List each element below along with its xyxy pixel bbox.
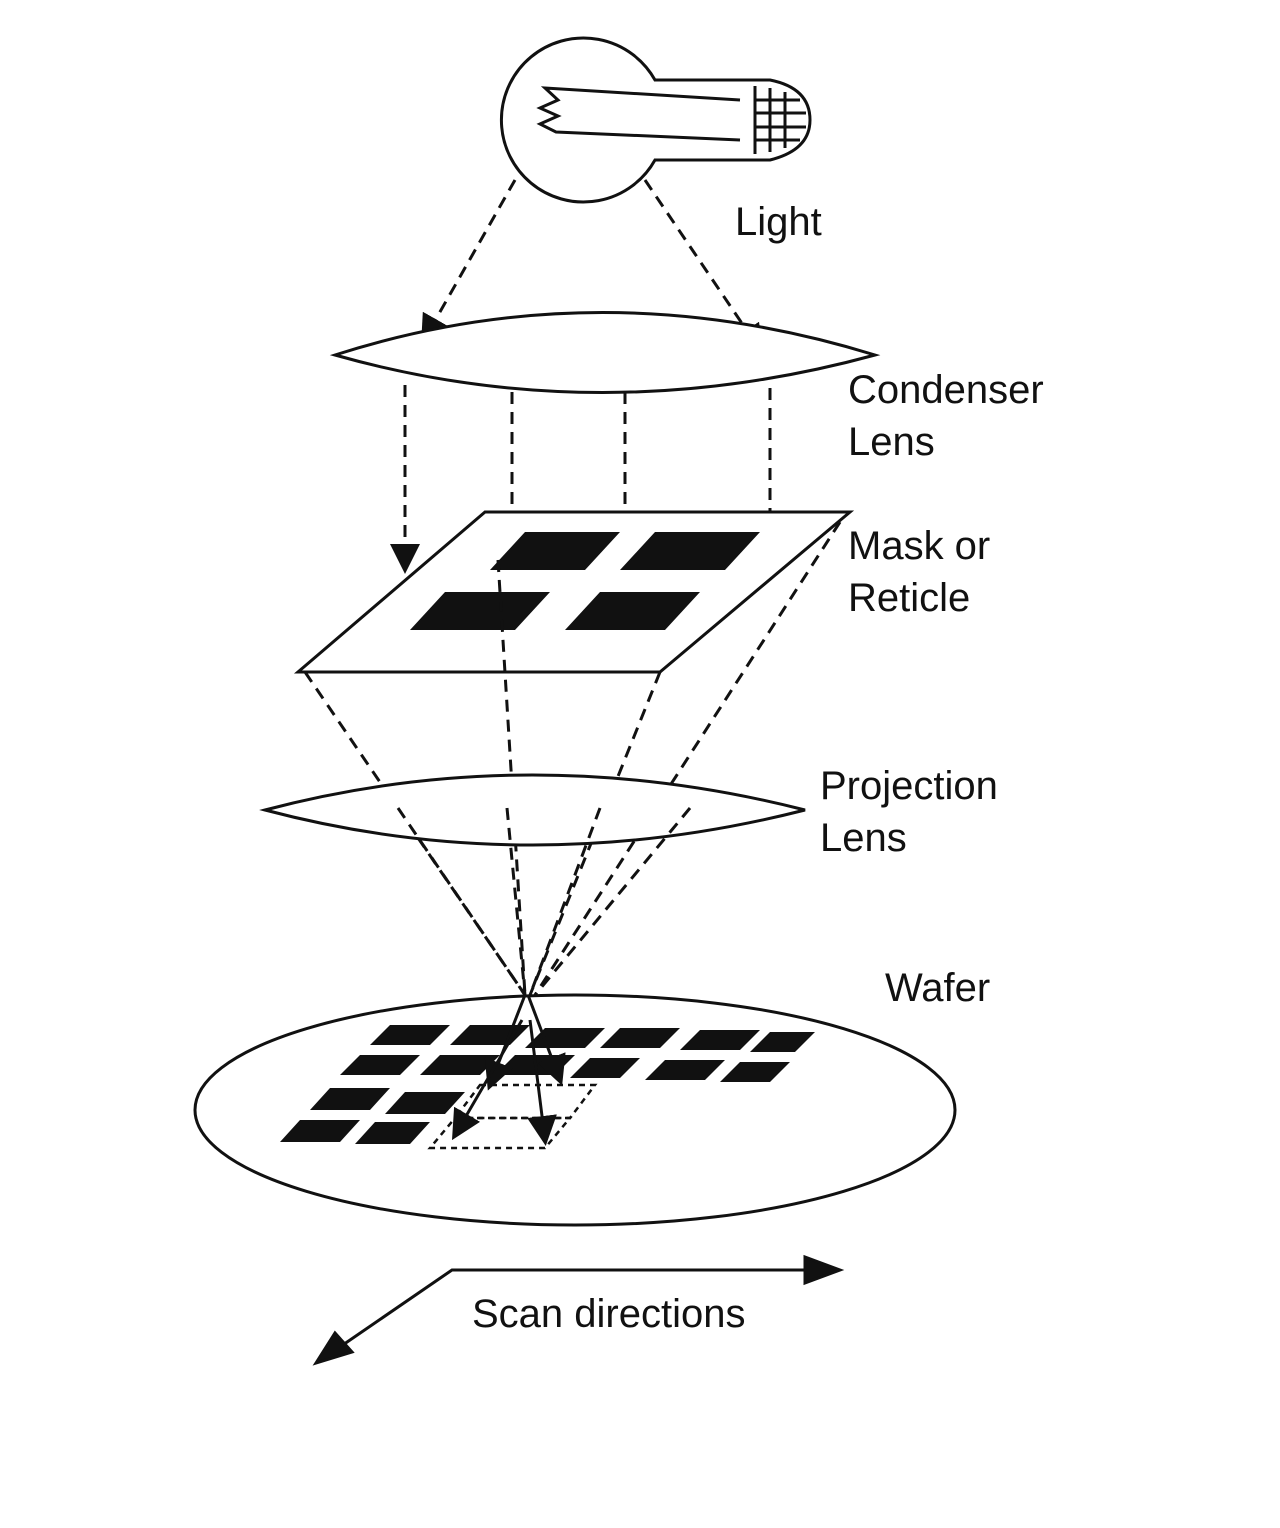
wafer-label: Wafer	[885, 962, 990, 1014]
condenser-label-line2: Lens	[848, 420, 935, 464]
mask-reticle-label: Mask or Reticle	[848, 520, 990, 624]
scan-direction-arrows	[312, 1254, 845, 1366]
condenser-lens-label: Condenser Lens	[848, 364, 1044, 468]
mask-label-line2: Reticle	[848, 576, 971, 620]
wafer	[193, 993, 957, 1227]
projection-label-line1: Projection	[820, 764, 998, 808]
light-label-text: Light	[735, 200, 822, 244]
scan-label-text: Scan directions	[472, 1292, 746, 1336]
mask-label-line1: Mask or	[848, 524, 991, 568]
scan-directions-label: Scan directions	[472, 1288, 745, 1340]
projection-lens-label: Projection Lens	[820, 760, 998, 864]
lens-rays	[396, 807, 692, 996]
mask-reticle	[293, 510, 855, 674]
light-label: Light	[735, 196, 822, 248]
projection-lens	[259, 773, 806, 847]
light-bulb-icon	[499, 36, 812, 204]
projection-label-line2: Lens	[820, 816, 907, 860]
condenser-label-line1: Condenser	[848, 368, 1044, 412]
light-rays	[421, 179, 764, 355]
wafer-label-text: Wafer	[885, 966, 991, 1010]
condenser-lens	[329, 311, 881, 394]
